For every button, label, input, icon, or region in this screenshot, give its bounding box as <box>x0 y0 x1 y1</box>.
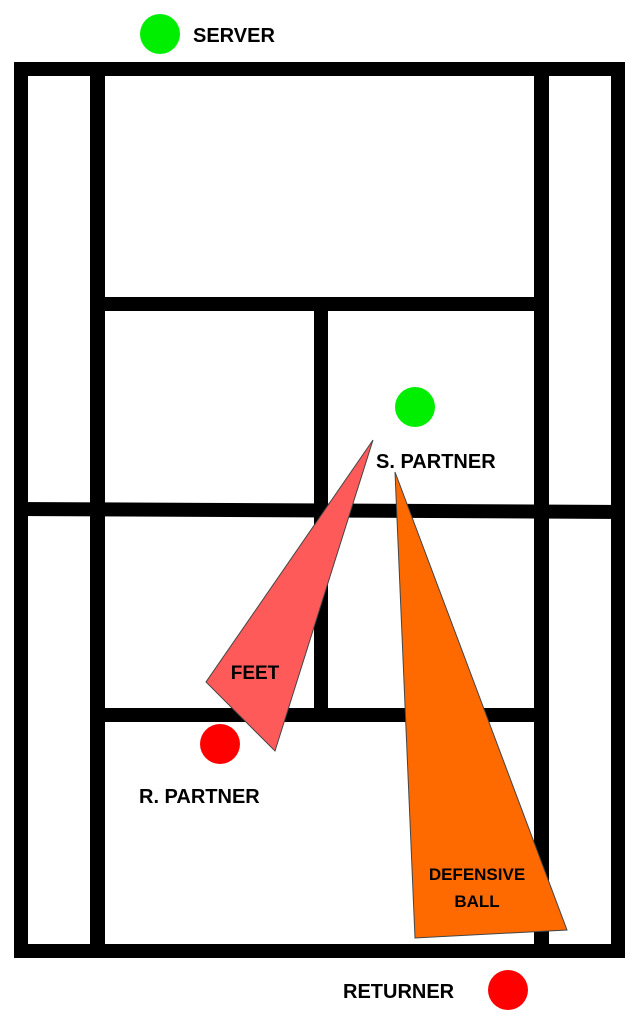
returner-label: RETURNER <box>343 981 455 1003</box>
server-marker <box>140 14 180 54</box>
server-partner-label: S. PARTNER <box>376 451 496 473</box>
near-baseline <box>14 944 625 958</box>
returner-marker <box>488 970 528 1010</box>
far-baseline <box>14 62 625 76</box>
feet-zone-label: FEET <box>231 663 280 684</box>
defensive-ball-zone <box>394 471 568 939</box>
defensive-zone-label-line1: DEFENSIVE <box>429 865 525 884</box>
defensive-zone-label-line2: BALL <box>454 892 499 911</box>
returner-partner-label: R. PARTNER <box>139 786 260 808</box>
server-partner-marker <box>395 387 435 427</box>
server-label: SERVER <box>193 25 275 47</box>
net-line <box>14 502 625 519</box>
returner-partner-marker <box>200 724 240 764</box>
feet-zone <box>205 439 374 752</box>
